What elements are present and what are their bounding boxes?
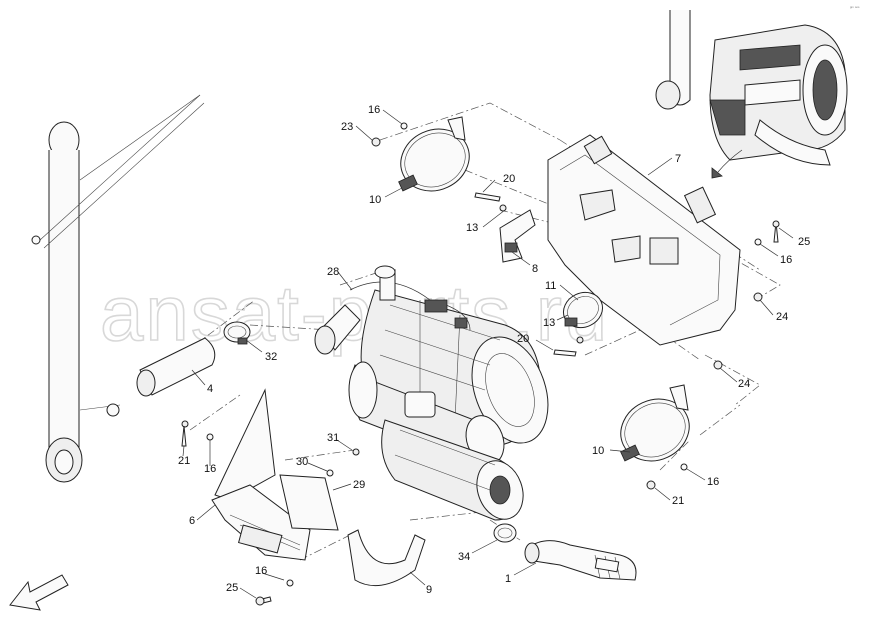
callout-21-right: 21	[672, 495, 684, 507]
part-34-clamp	[493, 523, 517, 543]
callout-16-bottom: 16	[255, 565, 267, 577]
callout-10-top: 10	[369, 194, 381, 206]
part-29-plate	[279, 474, 339, 531]
direction-arrow	[9, 574, 69, 611]
part-10-clamp-upper	[398, 116, 470, 192]
callout-4: 4	[207, 383, 213, 395]
callout-labels: 16 23 10 20 13 7 8 25 16 28 11 13 24 20 …	[178, 104, 810, 596]
callout-16-top: 16	[368, 104, 380, 116]
part-4-pipe	[136, 337, 216, 397]
callout-34: 34	[458, 551, 470, 563]
callout-25-right: 25	[798, 236, 810, 248]
part-9-bracket	[347, 529, 426, 587]
corner-code: ᵍᵐ ᵒᵒᵒ	[850, 5, 860, 10]
callout-6: 6	[189, 515, 195, 527]
callout-13-mid: 13	[543, 317, 555, 329]
callout-7: 7	[675, 153, 681, 165]
callout-8: 8	[532, 263, 538, 275]
part-1-outlet-hose	[524, 540, 637, 581]
callout-23: 23	[341, 121, 353, 133]
callout-29: 29	[353, 479, 365, 491]
callout-30: 30	[296, 456, 308, 468]
callout-25-bottom: 25	[226, 582, 238, 594]
callout-16-right: 16	[780, 254, 792, 266]
main-aftertreatment-assembly	[314, 265, 549, 521]
callout-20-mid: 20	[517, 333, 529, 345]
callout-13-top: 13	[466, 222, 478, 234]
watermark: ansat-parts.ru	[100, 269, 609, 357]
callout-28: 28	[327, 266, 339, 278]
callout-20-top: 20	[503, 173, 515, 185]
part-10-clamp-lower	[620, 384, 690, 462]
callout-21-left: 21	[178, 455, 190, 467]
callout-9: 9	[426, 584, 432, 596]
leader-lines	[182, 109, 794, 599]
part-7-mounting-bracket	[547, 134, 741, 346]
frame-pipe-left	[31, 94, 205, 483]
callout-11: 11	[545, 280, 556, 292]
part-6-heat-shield	[211, 388, 311, 561]
callout-31: 31	[327, 432, 339, 444]
callout-32: 32	[265, 351, 277, 363]
part-11-clamp-small	[563, 291, 603, 329]
callout-1: 1	[505, 573, 511, 585]
callout-10-lower: 10	[592, 445, 604, 457]
part-8-small-bracket	[499, 209, 536, 263]
callout-24-upper: 24	[776, 311, 788, 323]
installed-assembly-inset	[655, 10, 848, 179]
callout-16-lower-right: 16	[707, 476, 719, 488]
callout-24-lower: 24	[738, 378, 750, 390]
callout-16-left: 16	[204, 463, 216, 475]
